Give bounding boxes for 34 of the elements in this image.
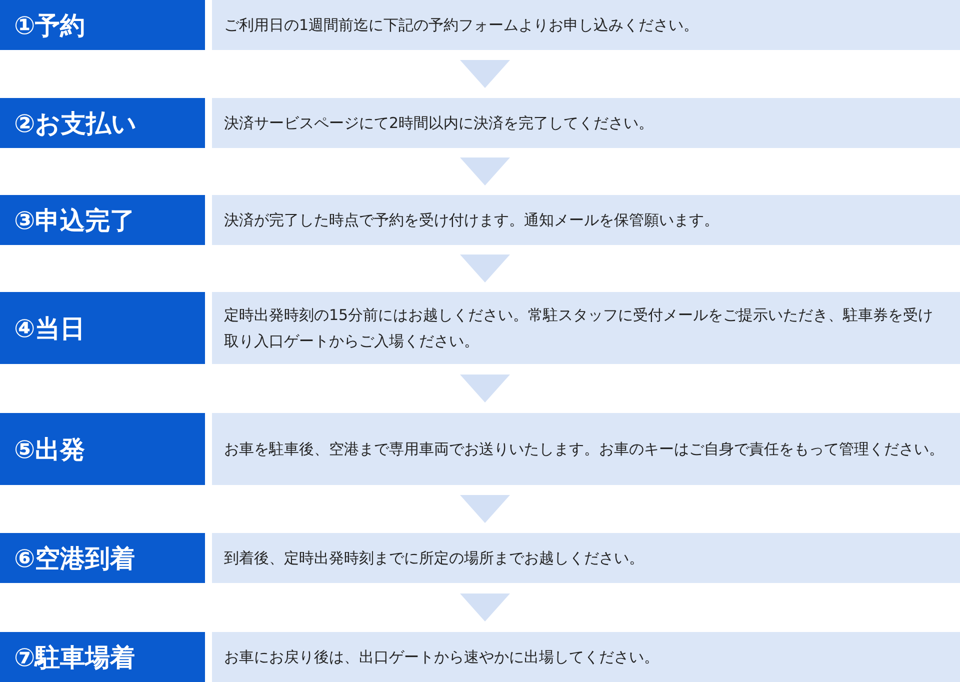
description-box [212, 292, 960, 364]
step-heading-box [0, 195, 205, 245]
step-heading-box [0, 413, 205, 485]
description-text: 到着後、定時出発時刻までに所定の場所までお越しください。 [224, 548, 644, 569]
description-text: お車を駐車後、空港まで専用車両でお送りいたします。お車のキーはご自身で責任をもって管理ください。 [224, 439, 944, 460]
step-heading-box [0, 0, 205, 50]
step-title: ③申込完了 [14, 204, 136, 236]
down-arrow [460, 374, 510, 402]
description-box [212, 533, 960, 583]
step-title: ①予約 [14, 10, 86, 42]
step-title: ⑦駐車場着 [14, 642, 136, 674]
step-heading-box [0, 292, 205, 364]
step-title: ②お支払い [14, 108, 138, 140]
description-text: 決済サービスページにて2時間以内に決済を完了してください。 [224, 113, 654, 134]
down-arrow [460, 495, 510, 523]
description-box [212, 195, 960, 245]
down-arrow [460, 60, 510, 88]
description-text: お車にお戻り後は、出口ゲートから速やかに出場してください。 [224, 647, 659, 668]
step-title: ④当日 [14, 312, 86, 344]
step-heading-box [0, 98, 205, 148]
description-box [212, 0, 960, 50]
description-text: 決済が完了した時点で予約を受け付けます。通知メールを保管願います。 [224, 210, 719, 231]
description-box [212, 98, 960, 148]
description-box [212, 413, 960, 485]
down-arrow [460, 158, 510, 186]
step-title: ⑤出発 [14, 434, 86, 466]
down-arrow [460, 594, 510, 622]
step-title: ⑥空港到着 [14, 542, 136, 574]
down-arrow [460, 254, 510, 282]
step-heading-box [0, 533, 205, 583]
description-box [212, 632, 960, 682]
description-text: 定時出発時刻の15分前にはお越しください。常駐スタッフに受付メールをご提示いただき、駐車券を受け取り入口ゲートからご入場ください。 [224, 305, 934, 352]
step-heading-box [0, 632, 205, 682]
description-text: ご利用日の1週間前迄に下記の予約フォームよりお申し込みください。 [224, 15, 699, 36]
